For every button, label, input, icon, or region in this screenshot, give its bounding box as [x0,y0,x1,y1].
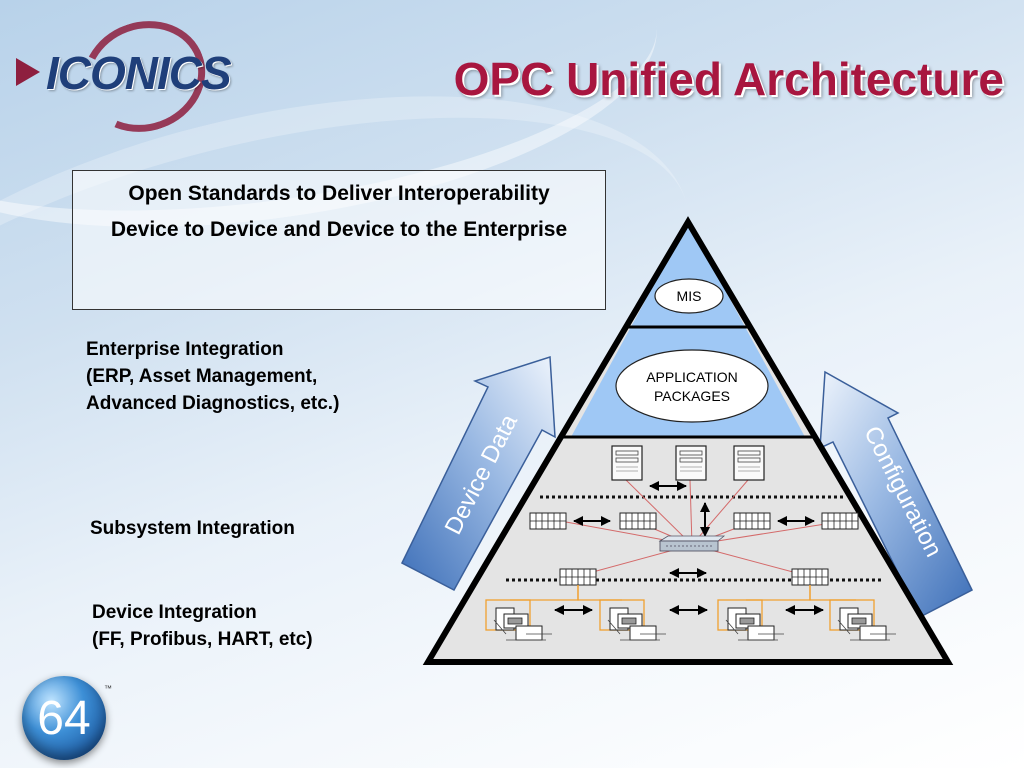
subsystem-heading: Subsystem Integration [90,518,295,539]
enterprise-detail-2: Advanced Diagnostics, etc.) [86,393,340,414]
slide-title: OPC Unified Architecture [453,53,1004,105]
enterprise-integration-text: Enterprise Integration (ERP, Asset Manag… [86,336,339,417]
gateway-rack-icon [559,568,597,586]
controller-rack-icon [529,512,567,530]
trademark-mark: ™ [104,684,112,693]
enterprise-detail-1: (ERP, Asset Management, [86,366,318,387]
pyramid: MIS APPLICATION PACKAGES [422,216,954,665]
controller-rack-icon [733,512,771,530]
mis-label: MIS [677,288,702,304]
badge-number: 64 [37,691,91,745]
pyramid-base-band [428,222,948,662]
server-icon [675,445,707,481]
subsystem-integration-text: Subsystem Integration [90,515,295,542]
device-integration-text: Device Integration (FF, Profibus, HART, … [92,599,313,653]
server-icon [733,445,765,481]
application-packages-oval [615,349,769,423]
device-heading: Device Integration [92,602,257,623]
intro-box: Open Standards to Deliver Interoperabili… [72,170,606,310]
mis-oval [654,278,724,314]
iconics-logo: ICONICS [12,4,232,149]
version-64-badge: 64 [22,676,106,760]
server-icon [611,445,643,481]
gateway-rack-icon [791,568,829,586]
logo-wordmark: ICONICS [46,47,232,99]
network-switch-icon [658,535,726,552]
application-label-line2: PACKAGES [654,388,730,404]
controller-rack-icon [619,512,657,530]
enterprise-heading: Enterprise Integration [86,339,284,360]
device-detail: (FF, Profibus, HART, etc) [92,629,313,650]
intro-line-1: Open Standards to Deliver Interoperabili… [128,182,550,205]
intro-line-2: Device to Device and Device to the Enter… [110,218,568,241]
logo-play-icon [16,58,40,86]
controller-rack-icon [821,512,859,530]
application-label-line1: APPLICATION [646,369,738,385]
